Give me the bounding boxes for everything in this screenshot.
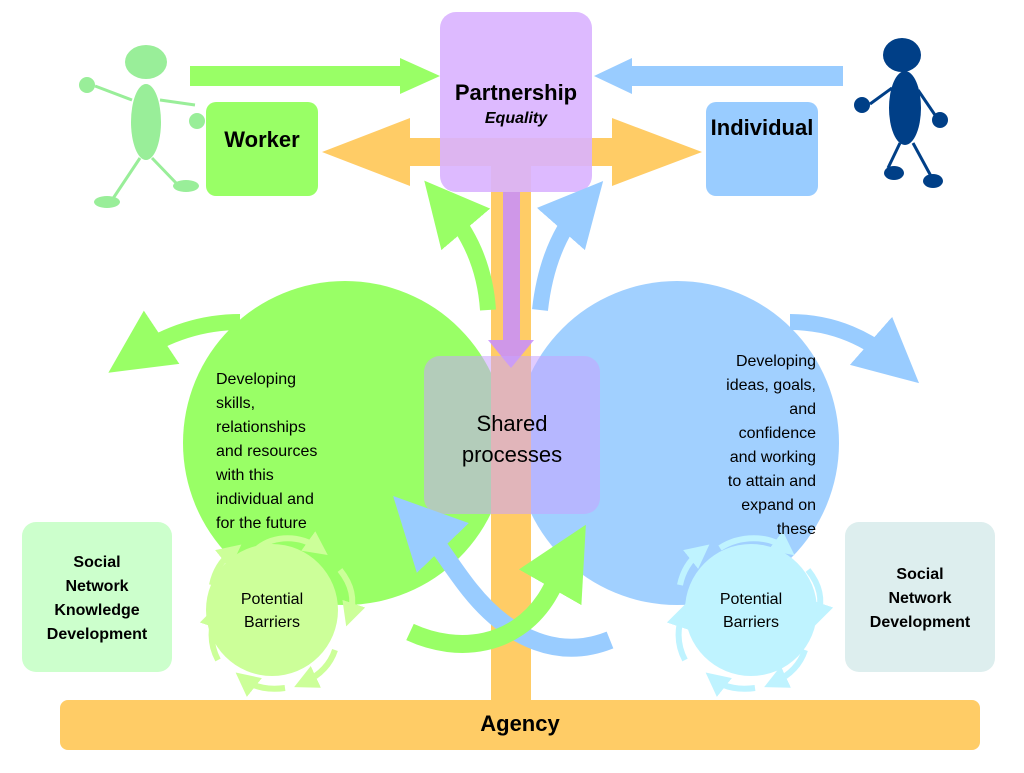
- individual-text-line: Developing: [735, 353, 816, 370]
- worker-text-line: and resources: [216, 443, 318, 460]
- barriers-right-line2: Barriers: [722, 614, 779, 631]
- individual-text-line: to attain and: [727, 473, 816, 490]
- worker-outward-curve-arrow: [108, 310, 241, 373]
- individual-text-line: ideas, goals,: [726, 377, 816, 394]
- social-left-line: Network: [65, 578, 129, 595]
- shared-processes-box: [424, 356, 600, 514]
- social-right-line: Social: [896, 566, 944, 583]
- social-right-line: Development: [869, 614, 971, 631]
- barriers-left-line2: Barriers: [243, 614, 300, 631]
- worker-text-line: individual and: [216, 491, 314, 508]
- individual-text-line: and working: [729, 449, 816, 466]
- individual-text-line: these: [776, 521, 816, 538]
- shared-processes-line1: Shared: [476, 411, 548, 436]
- individual-text-line: expand on: [741, 497, 816, 514]
- barriers-right-swirls: [666, 531, 834, 697]
- worker-label: Worker: [224, 127, 300, 152]
- barriers-left-circle: [206, 544, 338, 676]
- partnership-subtitle: Equality: [484, 110, 548, 127]
- shared-processes-label: Shared processes: [424, 408, 600, 470]
- social-left-line: Development: [46, 626, 148, 643]
- social-right-line: Network: [888, 590, 952, 607]
- individual-up-curve-arrow: [532, 180, 604, 311]
- shared-processes-line2: processes: [461, 442, 563, 467]
- green-crossing-curve-arrow: [406, 524, 586, 653]
- barriers-right-circle: [685, 544, 817, 676]
- individual-figure: [854, 38, 948, 188]
- blue-crossing-curve-arrow: [393, 495, 614, 657]
- partnership-to-shared-arrow: [488, 192, 534, 368]
- social-left-box: [22, 522, 172, 672]
- barriers-left-line1: Potential: [240, 591, 304, 608]
- worker-up-curve-arrow: [424, 180, 496, 311]
- worker-text-line: for the future: [216, 515, 307, 532]
- worker-text-line: skills,: [216, 395, 256, 412]
- individual-outward-curve-arrow: [789, 314, 920, 384]
- agency-bar: [60, 700, 980, 750]
- barriers-left-label: Potential Barriers: [212, 588, 332, 634]
- individual-label: Individual: [710, 115, 814, 140]
- individual-box: [706, 102, 818, 196]
- worker-text-line: Developing: [216, 371, 297, 388]
- worker-text-line: relationships: [216, 419, 306, 436]
- individual-text-line: confidence: [738, 425, 816, 442]
- social-right-label: Social Network Development: [845, 563, 995, 635]
- social-left-label: Social Network Knowledge Development: [22, 551, 172, 647]
- social-right-box: [845, 522, 995, 672]
- agency-label: Agency: [480, 711, 560, 736]
- individual-to-partnership-arrow: [594, 58, 843, 94]
- individual-text-line: and: [789, 401, 816, 418]
- individual-description: Developing ideas, goals, and confidence …: [694, 350, 816, 542]
- worker-description: Developing skills, relationships and res…: [216, 368, 346, 536]
- barriers-right-label: Potential Barriers: [691, 588, 811, 634]
- partnership-box: [440, 12, 592, 192]
- social-left-line: Social: [73, 554, 121, 571]
- worker-figure: [79, 45, 205, 208]
- worker-text-line: with this: [216, 467, 274, 484]
- worker-to-partnership-arrow: [190, 58, 440, 94]
- partnership-title: Partnership: [454, 80, 578, 105]
- worker-box: [206, 102, 318, 196]
- social-left-line: Knowledge: [54, 602, 140, 619]
- barriers-right-line1: Potential: [719, 591, 783, 608]
